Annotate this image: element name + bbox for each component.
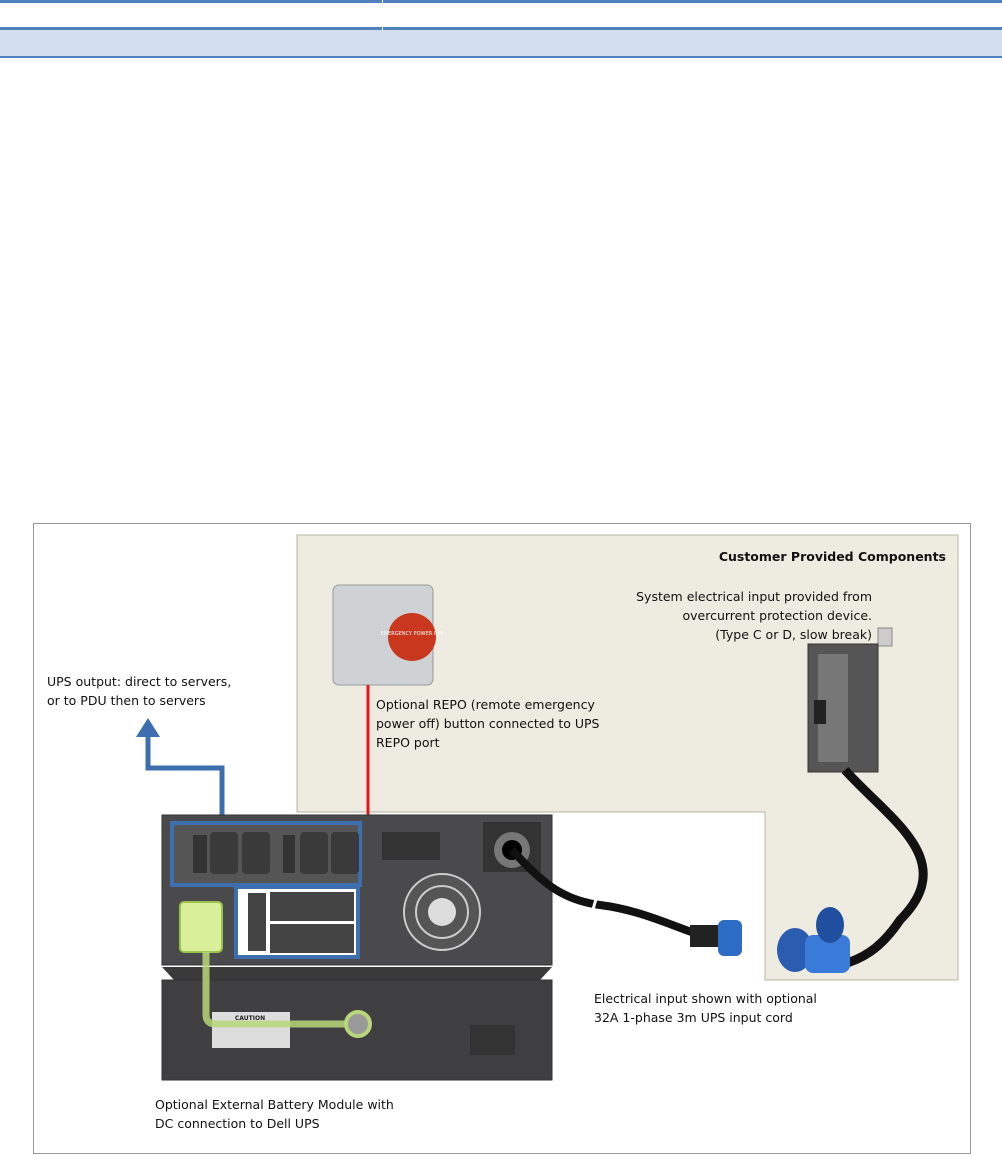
table-top-border bbox=[0, 0, 1002, 3]
repo-label-line-2: power off) button connected to UPS bbox=[376, 716, 600, 731]
breaker-label-line-3: (Type C or D, slow break) bbox=[715, 627, 872, 642]
arrow-head-icon bbox=[136, 718, 160, 737]
breaker-label-line-2: overcurrent protection device. bbox=[682, 608, 872, 623]
svg-text:EMERGENCY POWER OFF: EMERGENCY POWER OFF bbox=[381, 631, 444, 637]
repo-label-line-3: REPO port bbox=[376, 735, 440, 750]
table-column-divider bbox=[382, 27, 383, 30]
customer-box-title: Customer Provided Components bbox=[719, 549, 946, 564]
battery-dc-cable bbox=[202, 952, 346, 1028]
ebm-label-line-1: Optional External Battery Module with bbox=[155, 1097, 394, 1112]
customer-components-panel bbox=[296, 534, 959, 981]
circuit-breaker-icon bbox=[807, 627, 893, 773]
fan-icon bbox=[403, 873, 481, 951]
breaker-cable bbox=[838, 766, 928, 970]
table-header-border bbox=[0, 27, 1002, 30]
ups-output-label-line-2: or to PDU then to servers bbox=[47, 693, 206, 708]
ups-output-arrow bbox=[145, 735, 225, 820]
ups-input-cord bbox=[509, 847, 702, 939]
table-shaded-row bbox=[0, 30, 1002, 56]
battery-connector-icon bbox=[179, 901, 223, 953]
ebm-label-line-2: DC connection to Dell UPS bbox=[155, 1116, 320, 1131]
cord-break-mark bbox=[588, 884, 602, 921]
blue-input-plug-icon bbox=[690, 920, 742, 956]
table-column-divider bbox=[382, 0, 383, 3]
table-bottom-border bbox=[0, 56, 1002, 58]
input-cord-label-line-1: Electrical input shown with optional bbox=[594, 991, 817, 1006]
external-battery-module: CAUTION bbox=[161, 967, 553, 1081]
svg-text:CAUTION: CAUTION bbox=[235, 1015, 265, 1022]
ups-output-label-line-1: UPS output: direct to servers, bbox=[47, 674, 231, 689]
repo-button-icon: EMERGENCY POWER OFF bbox=[332, 584, 444, 686]
ups-unit bbox=[161, 814, 553, 966]
input-cord-label-line-2: 32A 1-phase 3m UPS input cord bbox=[594, 1010, 793, 1025]
blue-input-socket-icon bbox=[777, 907, 850, 973]
breaker-label-line-1: System electrical input provided from bbox=[636, 589, 872, 604]
repo-label-line-1: Optional REPO (remote emergency bbox=[376, 697, 595, 712]
